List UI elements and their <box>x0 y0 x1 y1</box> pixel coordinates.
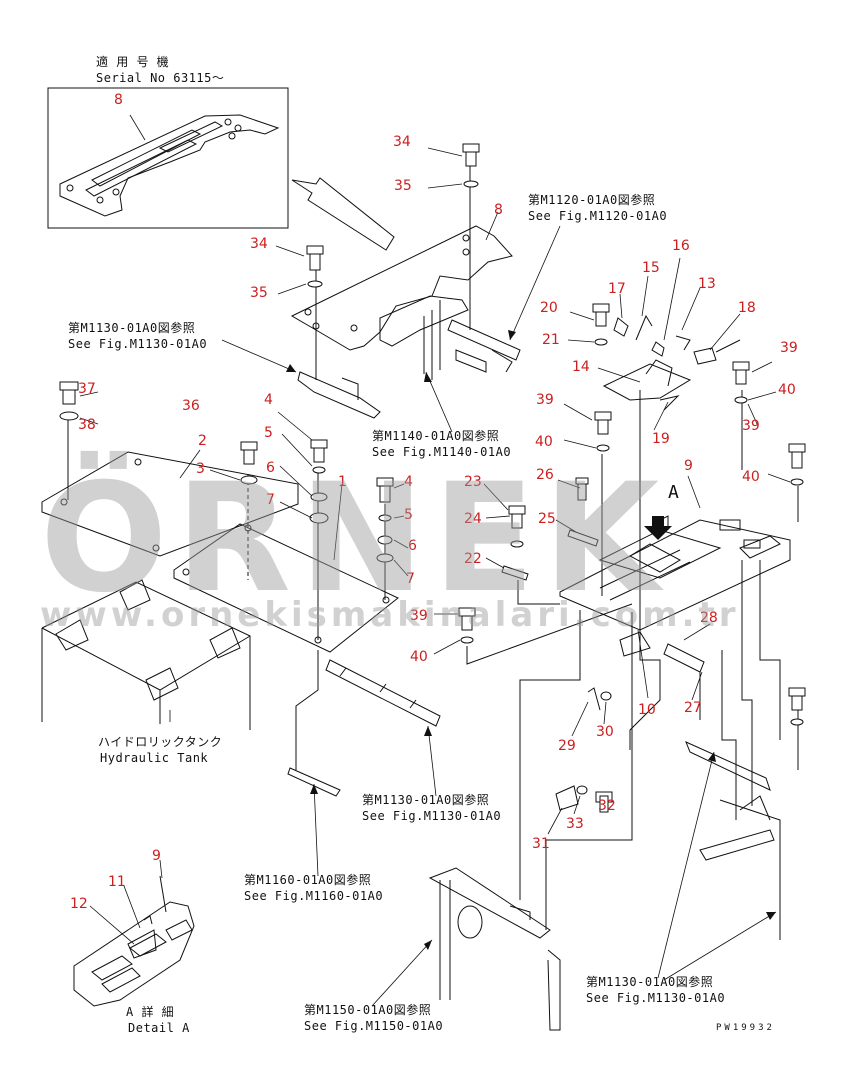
part-number-p40a: 40 <box>778 382 796 398</box>
serial-number: Serial No 63115～ <box>96 71 224 85</box>
ref-m1120-en: See Fig.M1120-01A0 <box>528 209 667 223</box>
part-number-p39c: 39 <box>742 418 760 434</box>
part-number-p40b: 40 <box>535 434 553 450</box>
watermark-logo: ÖRNEK <box>40 450 667 626</box>
part-number-p39a: 39 <box>780 340 798 356</box>
ref-m1150-jp: 第M1150-01A0図参照 <box>304 1002 431 1017</box>
part-number-p40d: 40 <box>410 649 428 665</box>
ref-m1120-jp: 第M1120-01A0図参照 <box>528 192 655 207</box>
part-number-p5a: 5 <box>264 425 273 441</box>
part-number-p13: 13 <box>698 276 716 292</box>
part-number-p14: 14 <box>572 359 590 375</box>
part-number-p39d: 39 <box>410 608 428 624</box>
part-number-p7b: 7 <box>406 571 415 587</box>
tank-label-jp: ハイドロリックタンク <box>98 735 222 749</box>
part-number-p27: 27 <box>684 700 702 716</box>
part-number-p2: 2 <box>198 433 207 449</box>
part-number-p34b: 34 <box>250 236 268 252</box>
part-number-p25: 25 <box>538 511 556 527</box>
serial-jp: 適 用 号 機 <box>96 54 169 69</box>
part-number-p3: 3 <box>196 461 205 477</box>
part-number-p35b: 35 <box>250 285 268 301</box>
part-number-p17: 17 <box>608 281 626 297</box>
ref-m1130a-jp: 第M1130-01A0図参照 <box>68 320 195 335</box>
ref-m1140-jp: 第M1140-01A0図参照 <box>372 428 499 443</box>
part-number-p12: 12 <box>70 896 88 912</box>
part-number-p40c: 40 <box>742 469 760 485</box>
detail-label-jp: A 詳 細 <box>126 1004 174 1019</box>
ref-m1130b-en: See Fig.M1130-01A0 <box>362 809 501 823</box>
part-number-p16: 16 <box>672 238 690 254</box>
part-number-p29: 29 <box>558 738 576 754</box>
part-number-p33: 33 <box>566 816 584 832</box>
ref-m1140-en: See Fig.M1140-01A0 <box>372 445 511 459</box>
part-leaders <box>79 147 791 945</box>
tank-label-en: Hydraulic Tank <box>100 751 208 765</box>
part-number-p37: 37 <box>78 381 96 397</box>
part-number-p26: 26 <box>536 467 554 483</box>
ref-m1130c-jp: 第M1130-01A0図参照 <box>586 974 713 989</box>
part-number-p1: 1 <box>338 474 347 490</box>
watermark-url: www.ornekismakinalari.com.tr <box>40 595 739 635</box>
part-number-p34a: 34 <box>393 134 411 150</box>
ref-m1130b-jp: 第M1130-01A0図参照 <box>362 792 489 807</box>
ref-m1160-jp: 第M1160-01A0図参照 <box>244 872 371 887</box>
plate-2 <box>41 381 299 557</box>
ref-m1150-en: See Fig.M1150-01A0 <box>304 1019 443 1033</box>
part-number-p35a: 35 <box>394 178 412 194</box>
view-a-letter: A <box>668 482 679 503</box>
detail-a: A 詳 細 Detail A <box>73 875 195 1035</box>
watermark: ÖRNEK www.ornekismakinalari.com.tr <box>40 450 739 635</box>
ref-m1130c-en: See Fig.M1130-01A0 <box>586 991 725 1005</box>
part-number-p32: 32 <box>598 798 616 814</box>
part-number-p36: 36 <box>182 398 200 414</box>
part-number-p28: 28 <box>700 610 718 626</box>
part-number-p6a: 6 <box>266 460 275 476</box>
part-number-p30: 30 <box>596 724 614 740</box>
part-number-p31: 31 <box>532 836 550 852</box>
ref-m1130a-en: See Fig.M1130-01A0 <box>68 337 207 351</box>
part-number-p5b: 5 <box>404 507 413 523</box>
part-number-p4b: 4 <box>404 474 413 490</box>
detail-label-en: Detail A <box>128 1021 190 1035</box>
plate-1 <box>173 439 399 653</box>
right-assembly: A <box>428 303 806 1031</box>
part-number-p38: 38 <box>78 417 96 433</box>
part-number-p6b: 6 <box>408 538 417 554</box>
part-number-p9b: 9 <box>152 848 161 864</box>
part-number-p11: 11 <box>108 874 126 890</box>
serial-inset: 適 用 号 機 Serial No 63115～ <box>47 54 289 229</box>
upper-plate-8 <box>290 143 513 380</box>
part-number-p9a: 9 <box>684 458 693 474</box>
part-number-p18: 18 <box>738 300 756 316</box>
part-number-p4a: 4 <box>264 392 273 408</box>
part-number-p8b: 8 <box>494 202 503 218</box>
part-number-p8a: 8 <box>114 92 123 108</box>
drawing-id: PW19932 <box>716 1023 775 1033</box>
hydraulic-tank: ハイドロリックタンク Hydraulic Tank <box>41 579 251 765</box>
part-number-p19: 19 <box>652 431 670 447</box>
part-number-p24: 24 <box>464 511 482 527</box>
part-number-p20: 20 <box>540 300 558 316</box>
part-number-p7a: 7 <box>266 492 275 508</box>
part-number-p10: 10 <box>638 702 656 718</box>
part-number-p22: 22 <box>464 551 482 567</box>
ref-m1160-en: See Fig.M1160-01A0 <box>244 889 383 903</box>
part-number-p39b: 39 <box>536 392 554 408</box>
part-number-p15: 15 <box>642 260 660 276</box>
part-number-p23: 23 <box>464 474 482 490</box>
part-number-p21: 21 <box>542 332 560 348</box>
figure-references: 第M1120-01A0図参照 See Fig.M1120-01A0 第M1130… <box>68 192 777 1033</box>
